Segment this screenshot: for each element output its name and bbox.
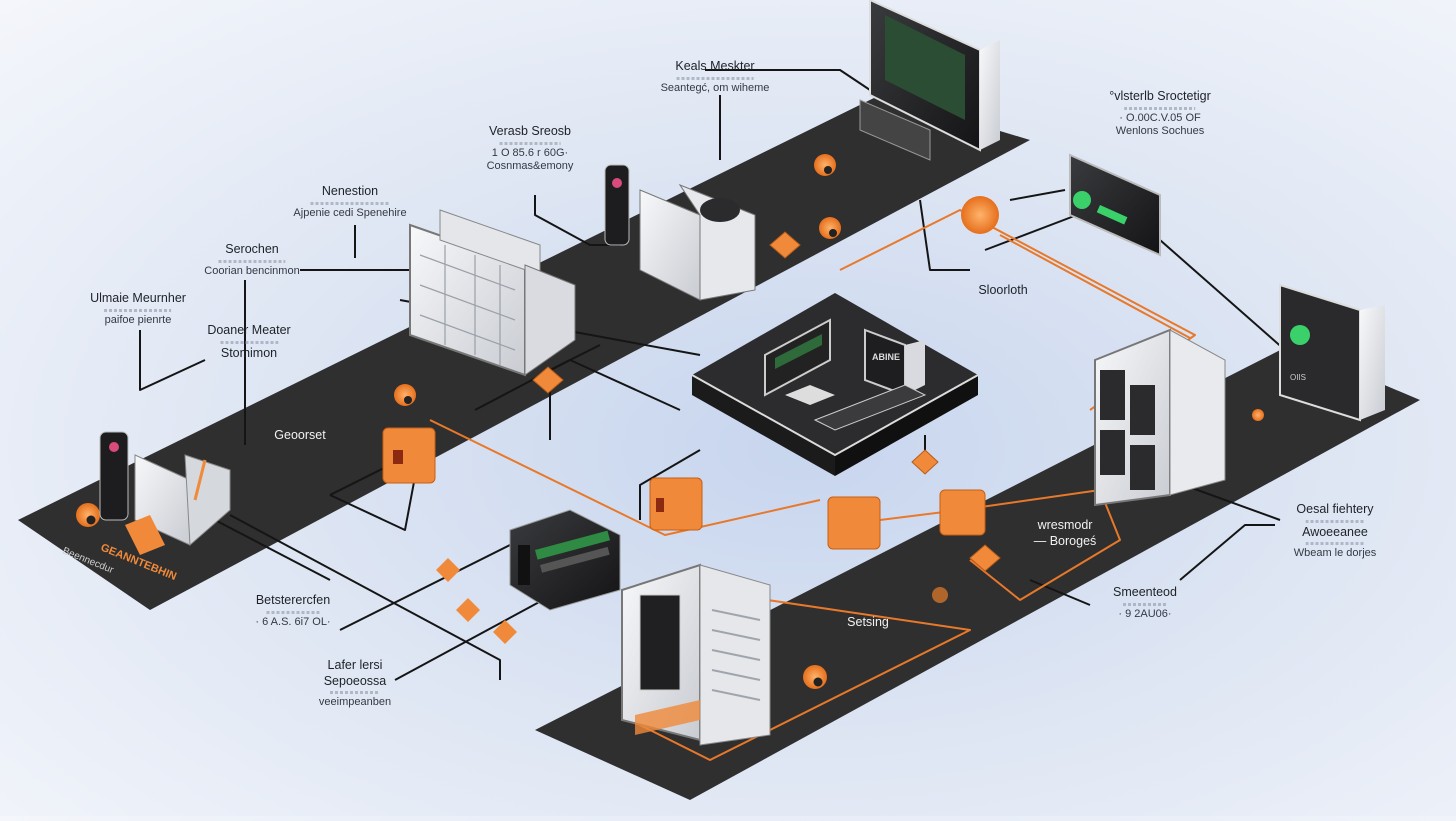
platform-center-left [692, 375, 835, 476]
label-title: Nenestion [321, 184, 379, 198]
label-subtitle: Stomimon [220, 345, 278, 360]
devices: ABINE OIIS [99, 0, 1385, 746]
orange-diamond [436, 558, 460, 582]
workstation-screen-text: ABINE [872, 352, 900, 362]
label-doaner-meater: Doaner Meater Stomimon [207, 323, 290, 361]
orange-node-marker [76, 503, 100, 527]
link-black [139, 330, 206, 391]
label-subtitle: 1 O 85.6 r 60G· [491, 146, 569, 159]
label-title: Betsterercfen [255, 593, 331, 607]
orange-diamond [969, 544, 1001, 572]
orange-diamond [769, 231, 801, 259]
left-end-terminal [99, 431, 231, 555]
orange-nodes [76, 154, 1264, 689]
label-subtitle: Sepoeossa [323, 673, 387, 688]
label-title: Serochen [225, 242, 279, 256]
label-subtitle: paifoe pienrte [104, 313, 172, 326]
orange-cube [649, 477, 703, 531]
label-smeenteod: Smeenteod · 9 2AU06· [1113, 585, 1177, 621]
orange-node-marker [961, 196, 999, 234]
orange-diamond [911, 449, 939, 475]
label-title: wresmodr [1037, 518, 1093, 532]
label-title: °vlsterlb Sroctetigr [1109, 89, 1211, 103]
link-black [534, 195, 620, 246]
label-title: Geoorset [274, 428, 326, 442]
label-detail: Wenlons Sochues [1115, 125, 1205, 138]
link-black [639, 449, 701, 520]
orange-diamond [532, 366, 564, 394]
label-title: Verasb Sreosb [488, 124, 571, 138]
platform-center-right [835, 375, 978, 476]
label-geoorset: Geoorset [274, 428, 325, 444]
orange-cube [827, 496, 881, 550]
bottom-server-tower [621, 563, 771, 746]
top-display-rack [859, 0, 1000, 161]
label-setsing: Setsing [847, 615, 889, 631]
label-detail: veeimpeanben [318, 696, 392, 709]
label-keals-meskter: Keals Meskter Seantegć, om wiheme [661, 59, 770, 95]
label-lafer-lersi: Lafer lersi Sepoeossa veeimpeanben [319, 658, 391, 710]
platform-center-edge [691, 374, 979, 457]
link-black [1179, 524, 1275, 581]
label-subtitle: · 6 A.S. 6i7 OL· [255, 615, 331, 628]
label-wresmodr: wresmodr — Borogeś [1034, 518, 1097, 549]
orange-node-marker [932, 587, 948, 603]
label-nenestion: Nenestion Ajpenie cedi Spenehire [293, 184, 406, 220]
link-black [1009, 189, 1066, 201]
label-sloorloth: Sloorloth [978, 283, 1027, 299]
link-black [229, 514, 501, 680]
orange-node-marker [814, 154, 836, 176]
right-server-rack [1094, 328, 1226, 507]
link-black [1029, 579, 1091, 606]
left-phone-tower [604, 164, 756, 301]
orange-node-marker [394, 384, 416, 406]
left-server-cabinet [409, 209, 576, 377]
orange-node-marker [1252, 409, 1264, 421]
label-subtitle: · 9 2AU06· [1118, 607, 1172, 620]
right-display-tower: OIIS [1279, 283, 1385, 422]
orange-cube [382, 427, 436, 484]
label-betsterercfen: Betsterercfen · 6 A.S. 6i7 OL· [255, 593, 330, 629]
tower-screen-text: OIIS [1290, 373, 1306, 382]
label-vistertb-sroctetigr: °vlsterlb Sroctetigr · O.00C.V.05 OF Wen… [1109, 89, 1211, 139]
label-subtitle: Seantegć, om wiheme [660, 81, 770, 94]
orange-diamond [456, 598, 480, 622]
label-verasb-sreosb: Verasb Sreosb 1 O 85.6 r 60G· Cosnmas&em… [487, 124, 574, 174]
label-title: Ulmaie Meurnher [90, 291, 186, 305]
label-subtitle: Ajpenie cedi Spenehire [293, 206, 407, 219]
orange-cube [939, 489, 986, 536]
label-subtitle: Awoeeanee [1302, 524, 1368, 539]
link-black [214, 519, 331, 581]
orange-diamond [493, 620, 517, 644]
orange-node-marker [803, 665, 827, 689]
label-detail: Wbeam le dorjes [1293, 547, 1377, 560]
orange-node-marker [819, 217, 841, 239]
label-title: Lafer lersi [327, 658, 383, 672]
center-workstation: ABINE [764, 318, 927, 431]
link-orange [999, 234, 1191, 339]
label-title: Setsing [847, 615, 889, 629]
label-ulmaie-meurnher: Ulmaie Meurnher paifoe pienrte [90, 291, 186, 327]
label-title: Oesal fiehtery [1296, 502, 1374, 516]
link-black [919, 199, 970, 271]
link-black [329, 449, 421, 531]
link-orange [639, 589, 971, 761]
label-title: Sloorloth [978, 283, 1028, 297]
link-black [1159, 239, 1286, 351]
label-serochen: Serochen Coorian bencinmon [204, 242, 299, 278]
label-title: Doaner Meater [207, 323, 291, 337]
platform-center-top [692, 293, 978, 455]
label-title: Keals Meskter [675, 59, 755, 73]
top-switch [1069, 153, 1161, 257]
link-orange [429, 419, 821, 536]
link-black [705, 69, 871, 91]
label-subtitle: — Borogeś [1033, 533, 1097, 548]
router-box [509, 509, 621, 611]
label-subtitle: · O.00C.V.05 OF [1119, 111, 1201, 124]
label-title: Smeenteod [1113, 585, 1177, 599]
label-detail: Cosnmas&emony [486, 160, 574, 173]
label-oesal-fiehtery: Oesal fiehtery Awoeeanee Wbeam le dorjes [1294, 502, 1377, 561]
label-subtitle: Coorian bencinmon [204, 264, 300, 277]
